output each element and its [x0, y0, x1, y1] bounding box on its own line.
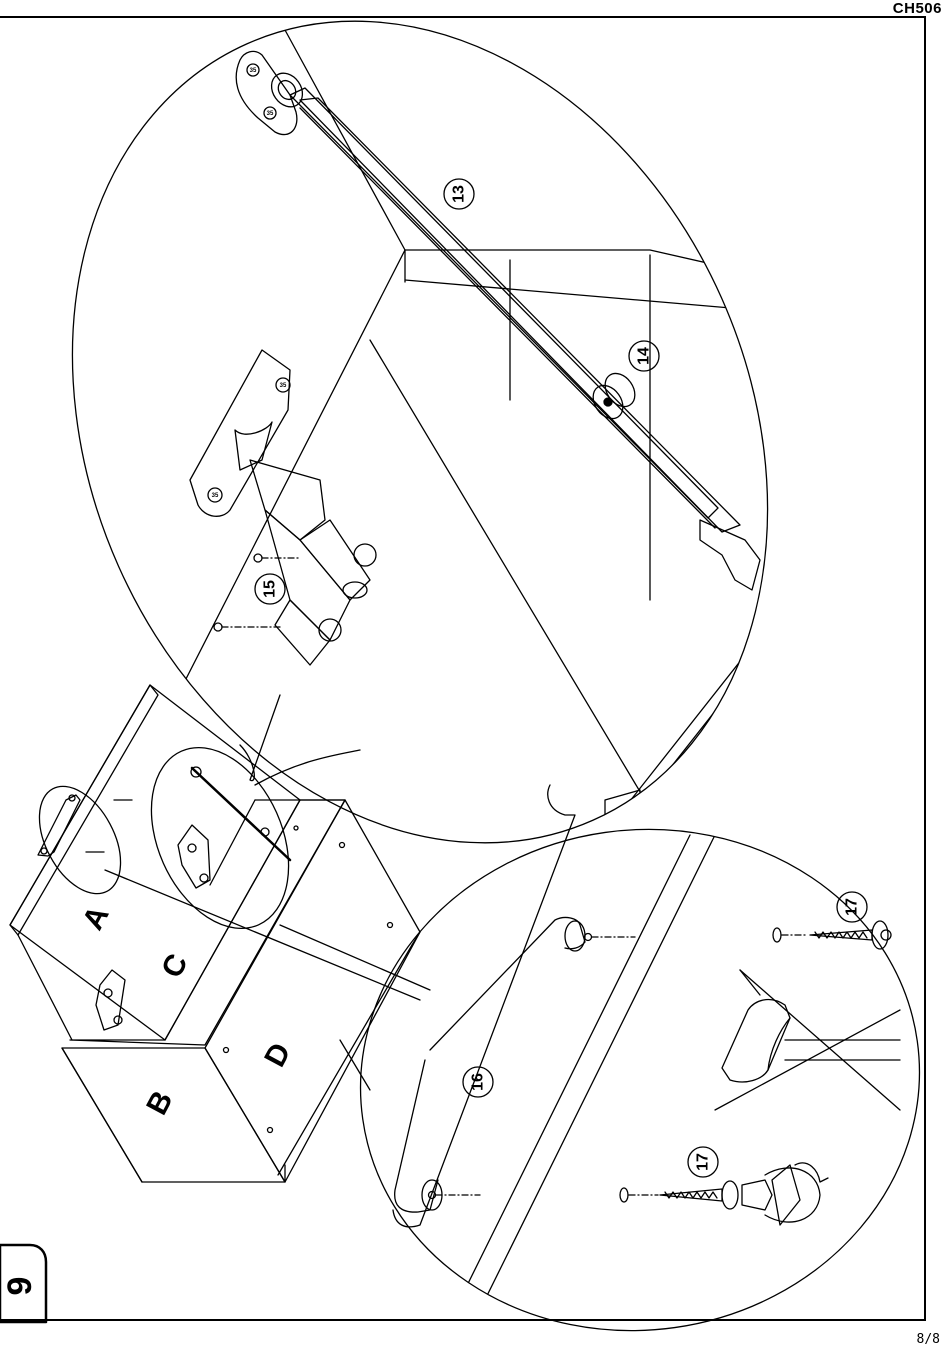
callout-14: 14: [629, 341, 659, 371]
callout-label-14: 14: [636, 347, 653, 365]
panel-d: [205, 800, 420, 1182]
step-tab: 9: [0, 1245, 46, 1322]
callout-15: 15: [255, 574, 285, 604]
detail-ellipse-handle: 16 17 17: [328, 785, 950, 1355]
callout-13: 13: [444, 179, 474, 209]
leader-lines: [105, 695, 430, 1090]
callout-label-15: 15: [262, 580, 279, 598]
screw-mark: 35: [267, 111, 274, 117]
hinge-screw-icon: [354, 544, 376, 566]
wood-block: [722, 1000, 790, 1082]
callout-17-right: 17: [837, 892, 867, 922]
small-detail-handle: [23, 773, 137, 907]
screw-mark: 35: [280, 383, 287, 389]
callout-label-16: 16: [470, 1073, 487, 1091]
detail-ellipse-outline: [0, 0, 894, 954]
panel-b: [62, 1048, 285, 1182]
panel-label-d: D: [258, 1038, 297, 1073]
screw-mark: 35: [250, 68, 257, 74]
panel-label-a: A: [76, 901, 115, 936]
small-detail-hinge: [125, 726, 316, 950]
callout-label-17: 17: [844, 898, 861, 916]
callout-label-13: 13: [451, 185, 468, 203]
callout-label-17: 17: [695, 1153, 712, 1171]
hinge-screw-icon: [319, 619, 341, 641]
cabinet-overview: A C B D: [10, 685, 420, 1182]
screw-17-left: [620, 1163, 828, 1225]
panel-label-b: B: [140, 1086, 179, 1121]
detail-ellipse-hinge: 35 35 35 35: [0, 0, 894, 954]
step-number: 9: [1, 1277, 39, 1296]
screwdriver-icon: [742, 1180, 772, 1210]
handle-16: [393, 785, 635, 1227]
callout-17-left: 17: [688, 1147, 718, 1177]
screw-mark: 35: [212, 493, 219, 499]
lid-stay-arm: 35 35: [236, 51, 760, 590]
panel-label-c: C: [155, 949, 194, 984]
